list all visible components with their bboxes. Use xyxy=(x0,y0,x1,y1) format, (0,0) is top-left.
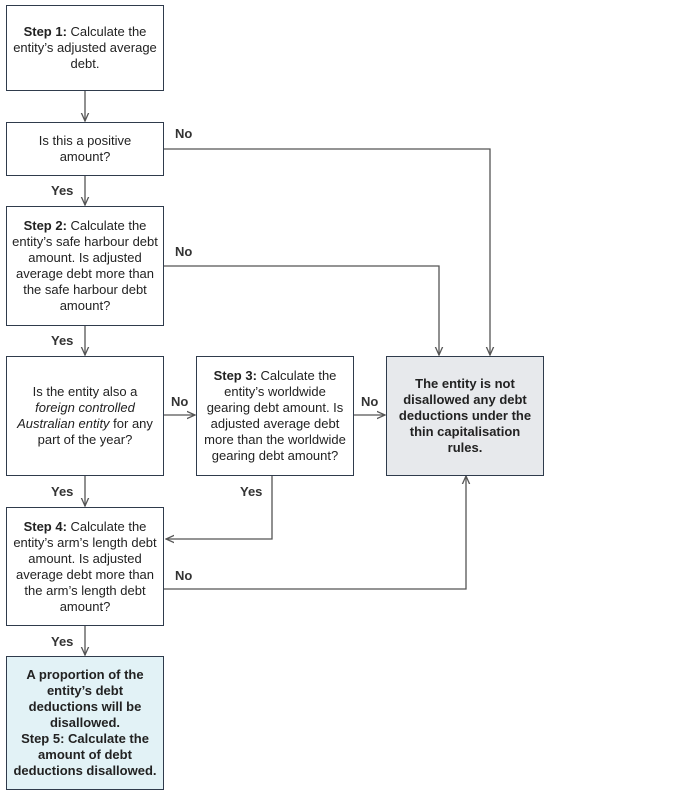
step2-heading: Step 2: xyxy=(23,218,67,233)
label-foreign-no: No xyxy=(171,394,189,409)
step4-text: Calculate the entity’s arm’s length debt… xyxy=(13,518,157,614)
step4-heading: Step 4: xyxy=(23,518,67,534)
positive-amount-text: Is this a positive amount? xyxy=(38,133,132,164)
label-step4-no: No xyxy=(175,568,193,583)
label-step4-yes: Yes xyxy=(51,634,74,649)
foreign-italic: foreign controlled Australian entity xyxy=(17,400,135,431)
label-positive-no: No xyxy=(175,126,193,141)
step1-heading: Step 1: xyxy=(23,24,67,39)
disallowed-line2: Step 5: Calculate the amount of debt ded… xyxy=(13,731,157,778)
not-disallowed-text: The entity is not disallowed any debt de… xyxy=(398,376,532,455)
disallowed-outcome-box: A proportion of the entity’s debt deduct… xyxy=(6,656,164,790)
foreign-post: for any part of the year? xyxy=(37,416,153,447)
arrow-step2-no xyxy=(164,265,439,355)
arrow-step3-yes xyxy=(166,475,273,539)
label-step3-no: No xyxy=(361,394,379,409)
disallowed-line1: A proportion of the entity’s debt deduct… xyxy=(26,667,144,730)
foreign-controlled-box: Is the entity also a foreign controlled … xyxy=(6,356,164,476)
label-step3-yes: Yes xyxy=(240,484,263,499)
label-positive-yes: Yes xyxy=(51,183,74,198)
step4-box: Step 4: Calculate the entity’s arm’s len… xyxy=(6,507,164,626)
foreign-pre: Is the entity also a xyxy=(32,384,138,399)
arrow-positive-no xyxy=(164,148,490,355)
step2-box: Step 2: Calculate the entity’s safe harb… xyxy=(6,206,164,326)
step3-box: Step 3: Calculate the entity’s worldwide… xyxy=(196,356,354,476)
positive-amount-box: Is this a positive amount? xyxy=(6,122,164,176)
step3-heading: Step 3: xyxy=(213,368,257,383)
not-disallowed-outcome-box: The entity is not disallowed any debt de… xyxy=(386,356,544,476)
label-step2-no: No xyxy=(175,244,193,259)
step1-box: Step 1: Calculate the entity’s adjusted … xyxy=(6,5,164,91)
step3-text: Calculate the entity’s worldwide gearing… xyxy=(204,368,346,463)
step2-text: Calculate the entity’s safe harbour debt… xyxy=(12,218,158,313)
step1-text: Calculate the entity’s adjusted average … xyxy=(13,24,157,71)
label-step2-yes: Yes xyxy=(51,333,74,348)
label-foreign-yes: Yes xyxy=(51,484,74,499)
arrow-step4-no xyxy=(164,476,466,590)
